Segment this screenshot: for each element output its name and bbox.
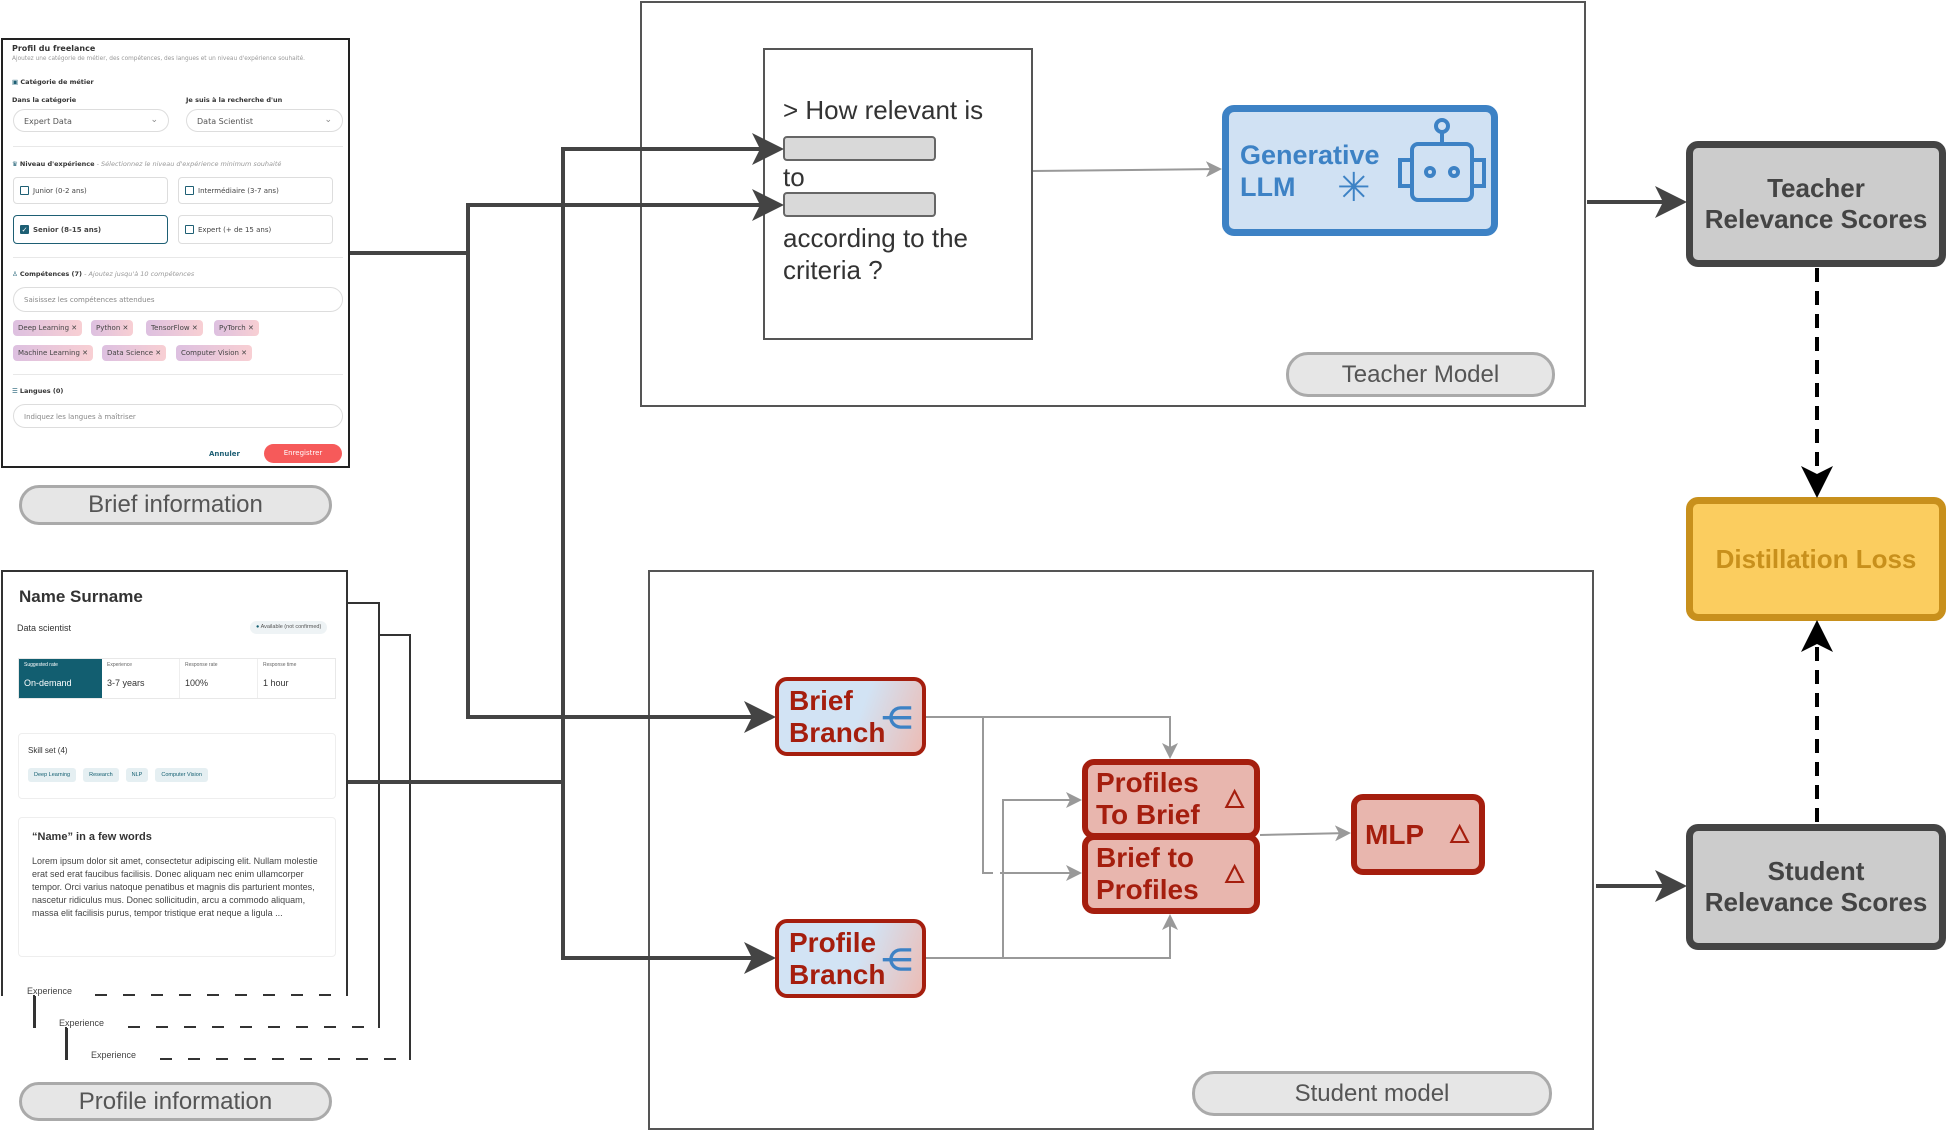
availability-badge: ● Available (not confirmed) bbox=[250, 621, 328, 634]
level-label: Intermédiaire (3-7 ans) bbox=[198, 186, 279, 195]
person-icon: ♙ bbox=[12, 270, 20, 278]
experience-hint: - Sélectionnez le niveau d'expérience mi… bbox=[96, 160, 282, 168]
level-junior-checkbox[interactable]: Junior (0-2 ans) bbox=[13, 177, 168, 204]
experience-label: Experience bbox=[91, 1050, 137, 1060]
experience-label: Experience bbox=[59, 1018, 105, 1028]
checkbox-icon bbox=[20, 186, 29, 195]
category-label: Dans la catégorie bbox=[12, 96, 77, 104]
briefcase-icon: ▣ bbox=[12, 78, 21, 86]
flame-icon: 🜂 bbox=[1223, 859, 1246, 889]
crown-icon: ♛ bbox=[12, 160, 20, 168]
category-section: Catégorie de métier bbox=[20, 78, 94, 86]
divider bbox=[13, 257, 343, 258]
skills-hint: - Ajoutez jusqu'à 10 compétences bbox=[84, 270, 195, 278]
search-select[interactable]: Data Scientist ⌄ bbox=[186, 109, 343, 132]
snowflake-icon: ✳ bbox=[1337, 166, 1371, 210]
profile-role: Data scientist bbox=[17, 623, 72, 633]
network-icon: ⋲ bbox=[882, 944, 912, 977]
skills-section: Compétences (7) bbox=[19, 270, 82, 278]
level-expert-checkbox[interactable]: Expert (+ de 15 ans) bbox=[178, 215, 333, 244]
about-card: “Name” in a few words Lorem ipsum dolor … bbox=[18, 817, 336, 957]
language-icon: ☰ bbox=[12, 387, 20, 395]
search-value: Data Scientist bbox=[197, 117, 253, 126]
skill-tag: NLP bbox=[125, 768, 149, 782]
skill-tag: Deep Learning bbox=[28, 768, 77, 782]
checkbox-icon bbox=[185, 186, 194, 195]
skill-tag: Research bbox=[83, 768, 119, 782]
skill-chip[interactable]: TensorFlow ✕ bbox=[146, 320, 203, 336]
skillset-card: Skill set (4) Deep Learning Research NLP… bbox=[18, 733, 336, 799]
level-intermediate-checkbox[interactable]: Intermédiaire (3-7 ans) bbox=[178, 177, 333, 204]
level-senior-checkbox[interactable]: ✓ Senior (8-15 ans) bbox=[13, 215, 168, 244]
profile-caption: Profile information bbox=[19, 1082, 332, 1121]
check-icon: ✓ bbox=[20, 225, 29, 234]
status-dot-icon: ● bbox=[256, 624, 260, 630]
form-subtitle: Ajoutez une catégorie de métier, des com… bbox=[12, 56, 305, 62]
experience-label: Experience bbox=[27, 986, 73, 996]
search-label: Je suis à la recherche d'un bbox=[186, 96, 283, 104]
student-caption: Student model bbox=[1192, 1071, 1552, 1116]
level-label: Senior (8-15 ans) bbox=[33, 225, 102, 234]
category-select[interactable]: Expert Data ⌄ bbox=[13, 109, 169, 132]
skill-chip[interactable]: Machine Learning ✕ bbox=[13, 345, 94, 361]
languages-input[interactable]: Indiquez les langues à maîtriser bbox=[13, 404, 343, 428]
category-value: Expert Data bbox=[24, 117, 72, 126]
skills-input[interactable]: Saisissez les compétences attendues bbox=[13, 287, 343, 312]
chevron-down-icon: ⌄ bbox=[150, 115, 158, 125]
about-text: Lorem ipsum dolor sit amet, consectetur … bbox=[32, 856, 318, 918]
profile-name: Name Surname bbox=[19, 587, 143, 606]
skill-tag: Computer Vision bbox=[155, 768, 208, 782]
profile-card: Name Surname Data scientist ● Available … bbox=[1, 570, 348, 996]
robot-icon bbox=[1398, 118, 1486, 202]
chevron-down-icon: ⌄ bbox=[324, 115, 332, 125]
form-title: Profil du freelance bbox=[12, 44, 96, 53]
skill-chip[interactable]: Deep Learning ✕ bbox=[13, 320, 83, 336]
divider bbox=[13, 374, 343, 375]
brief-caption: Brief information bbox=[19, 485, 332, 525]
skill-chip[interactable]: Data Science ✕ bbox=[102, 345, 167, 361]
brief-form: Profil du freelance Ajoutez une catégori… bbox=[1, 38, 350, 468]
checkbox-icon bbox=[185, 225, 194, 234]
prompt-line-3: according to the criteria ? bbox=[783, 223, 969, 285]
distillation-loss: Distillation Loss bbox=[1686, 497, 1946, 621]
flame-icon: 🜂 bbox=[1448, 819, 1471, 849]
save-button[interactable]: Enregistrer bbox=[264, 444, 342, 463]
about-title: “Name” in a few words bbox=[32, 831, 152, 843]
experience-section: Niveau d'expérience bbox=[19, 160, 95, 168]
skill-chip[interactable]: Computer Vision ✕ bbox=[176, 345, 253, 361]
skillset-title: Skill set (4) bbox=[28, 746, 68, 755]
prompt-box: > How relevant is to according to the cr… bbox=[763, 48, 1033, 340]
flame-icon: 🜂 bbox=[1223, 784, 1246, 814]
divider bbox=[13, 146, 343, 147]
level-label: Expert (+ de 15 ans) bbox=[198, 225, 272, 234]
profile-placeholder-slot bbox=[783, 192, 936, 217]
skill-chip[interactable]: Python ✕ bbox=[91, 320, 134, 336]
teacher-caption: Teacher Model bbox=[1286, 352, 1555, 397]
languages-section: Langues (0) bbox=[19, 387, 64, 395]
prompt-line-1: > How relevant is bbox=[783, 95, 984, 125]
brief-placeholder-slot bbox=[783, 136, 936, 161]
network-icon: ⋲ bbox=[882, 702, 912, 735]
cancel-button[interactable]: Annuler bbox=[209, 450, 240, 458]
skill-chip[interactable]: PyTorch ✕ bbox=[214, 320, 259, 336]
level-label: Junior (0-2 ans) bbox=[33, 186, 87, 195]
prompt-line-2: to bbox=[783, 162, 805, 192]
mlp: MLP🜂 bbox=[1351, 794, 1485, 875]
